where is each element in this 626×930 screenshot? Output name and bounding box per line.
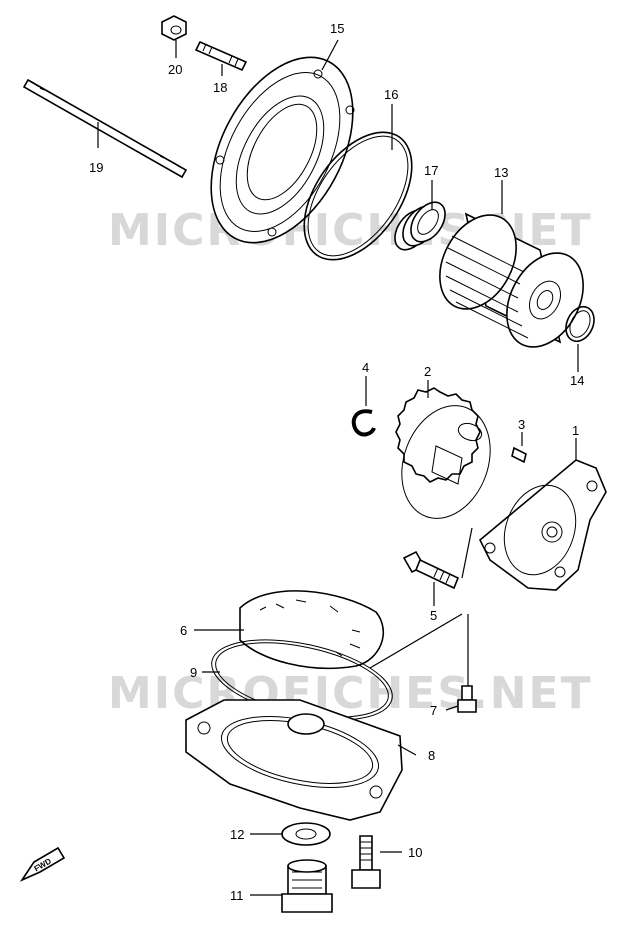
- callout-8: 8: [428, 748, 435, 763]
- callout-3: 3: [518, 417, 525, 432]
- callout-10: 10: [408, 845, 422, 860]
- part-14-small-o-ring: [565, 305, 595, 343]
- callout-20: 20: [168, 62, 182, 77]
- callout-7: 7: [430, 703, 437, 718]
- part-3-pin: [511, 446, 527, 464]
- part-10-bolt: [351, 835, 381, 889]
- part-8-oil-pan-cover: [185, 699, 403, 821]
- callout-5: 5: [430, 608, 437, 623]
- part-17-spring: [394, 201, 446, 251]
- part-20-nut: [161, 15, 187, 41]
- part-12-washer: [281, 822, 331, 846]
- callout-12: 12: [230, 827, 244, 842]
- callout-2: 2: [424, 364, 431, 379]
- part-5-bolt: [402, 550, 460, 590]
- part-4-circlip: [351, 409, 376, 437]
- callout-4: 4: [362, 360, 369, 375]
- part-7-small-bolt: [457, 685, 477, 713]
- part-6-strainer: [239, 590, 385, 670]
- watermark-bottom: MICROFICHES.NET: [108, 668, 593, 719]
- part-19-long-stud: [22, 78, 188, 179]
- callouts: 19 20 18 15 16 17 13 14 4 2 3 1 5 6 9 7 …: [89, 21, 584, 903]
- callout-1: 1: [572, 423, 579, 438]
- part-2-drive-gear: [395, 387, 491, 519]
- callout-9: 9: [190, 665, 197, 680]
- callout-15: 15: [330, 21, 344, 36]
- part-13-oil-filter: [439, 212, 584, 348]
- callout-17: 17: [424, 163, 438, 178]
- callout-13: 13: [494, 165, 508, 180]
- callout-14: 14: [570, 373, 584, 388]
- part-11-drain-plug: [281, 859, 333, 913]
- part-15-filter-cover: [210, 56, 355, 244]
- part-18-short-stud: [194, 40, 248, 72]
- leader-lines: [97, 39, 579, 896]
- callout-19: 19: [89, 160, 103, 175]
- callout-6: 6: [180, 623, 187, 638]
- fwd-arrow-icon: FWD: [19, 846, 66, 882]
- part-1-oil-pump: [479, 459, 607, 591]
- callout-11: 11: [230, 888, 244, 903]
- callout-16: 16: [384, 87, 398, 102]
- part-16-o-ring: [303, 131, 413, 261]
- callout-18: 18: [213, 80, 227, 95]
